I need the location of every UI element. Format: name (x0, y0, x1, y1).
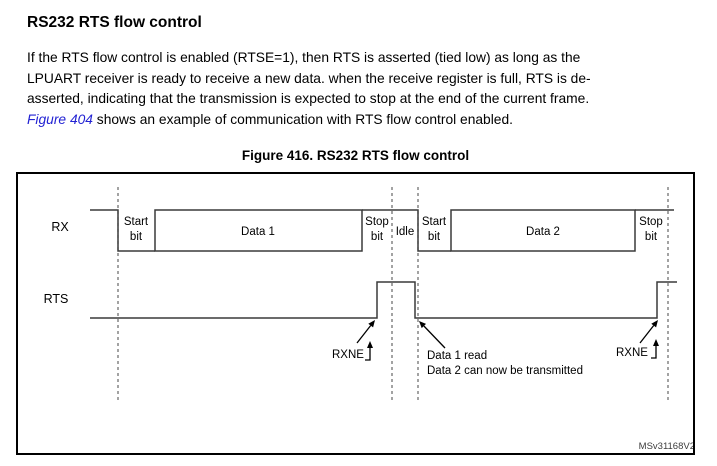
rx-signal-trace (362, 209, 451, 252)
stop-bit-label: bit (645, 231, 658, 243)
start-bit-label: bit (428, 231, 441, 243)
rx-signal-trace (90, 209, 155, 252)
rxne-label: RXNE (332, 349, 364, 361)
stop-bit-label: Stop (639, 216, 663, 228)
data2-frame-box (450, 209, 636, 252)
paragraph-line: Figure 404 shows an example of communica… (27, 110, 672, 131)
idle-label: Idle (396, 226, 415, 238)
annotation-data2-transmit: Data 2 can now be transmitted (427, 365, 583, 377)
start-bit-label: Start (422, 216, 447, 228)
stop-bit-label: bit (371, 231, 384, 243)
arrow-icon (419, 321, 446, 349)
stop-bit-label: Stop (365, 216, 389, 228)
arrow-icon (356, 320, 375, 344)
data1-label: Data 1 (241, 226, 275, 238)
figure-404-link[interactable]: Figure 404 (27, 111, 93, 127)
paragraph-line: LPUART receiver is ready to receive a ne… (27, 70, 591, 86)
body-paragraph: If the RTS flow control is enabled (RTSE… (27, 48, 672, 130)
paragraph-line-tail: shows an example of communication with R… (92, 111, 513, 127)
rx-label: RX (51, 220, 69, 234)
timing-diagram: RX RTS Start bit Data 1 Stop bit Idle St… (44, 187, 695, 452)
paragraph-line: If the RTS flow control is enabled (RTSE… (27, 50, 581, 65)
rts-signal-trace (90, 281, 677, 319)
figure-box: RX RTS Start bit Data 1 Stop bit Idle St… (16, 172, 695, 455)
figure-caption: Figure 416. RS232 RTS flow control (241, 148, 470, 163)
rxne-label: RXNE (616, 347, 648, 359)
data1-frame-box (154, 209, 363, 252)
start-bit-label: Start (124, 216, 149, 228)
data2-label: Data 2 (526, 226, 560, 238)
start-bit-label: bit (130, 231, 143, 243)
rts-label: RTS (44, 292, 69, 306)
arrow-icon (639, 320, 658, 344)
rising-edge-icon (651, 339, 659, 359)
section-heading: RS232 RTS flow control (27, 14, 202, 31)
paragraph-line: asserted, indicating that the transmissi… (27, 91, 590, 107)
annotation-data1-read: Data 1 read (427, 350, 487, 362)
rising-edge-icon (365, 341, 373, 361)
watermark: MSv31168V2 (639, 441, 693, 452)
